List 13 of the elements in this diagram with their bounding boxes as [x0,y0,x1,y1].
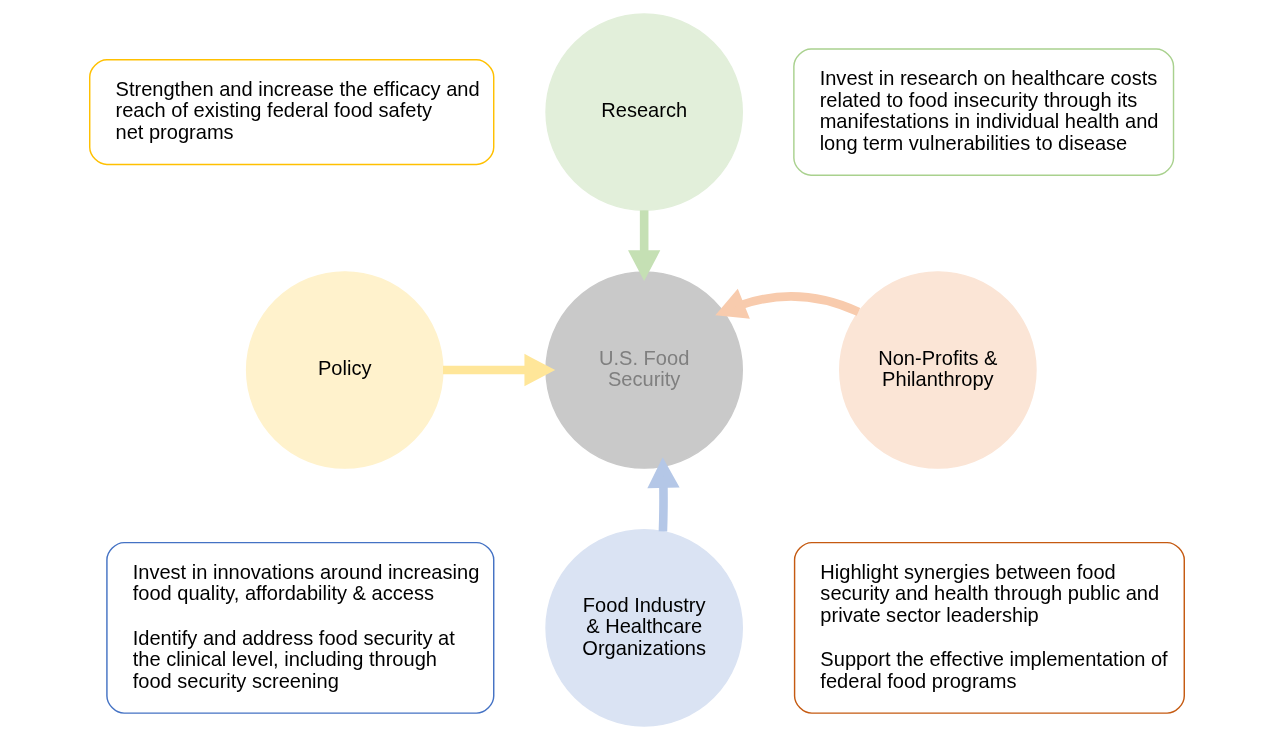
arrow [627,210,660,282]
node-circle: Food Industry & Healthcare Organizations [544,529,743,727]
node-circle: U.S. Food Security [544,271,743,469]
node-box: Strengthen and increase the efficacy and reach of existing federal food safety net programs [88,59,494,166]
node-box: Invest in research on healthcare costs related to food insecurity through its manifestations in individual health and long term vulnerabilities to disease [792,48,1174,176]
node-circle: Policy [245,271,444,469]
arrow [646,457,680,532]
node-box: Highlight synergies between food security and health through public and private sector leadership Support the effective implementation of federal food programs [793,541,1185,714]
node-circle: Research [544,13,743,211]
node-box: Invest in innovations around increasing food quality, affordability & access Identify and address food security at the clinical level, including through food security screening [105,541,494,714]
arrow [714,288,860,319]
node-circle: Non-Profits & Philanthropy [838,271,1037,469]
arrow [442,353,555,387]
